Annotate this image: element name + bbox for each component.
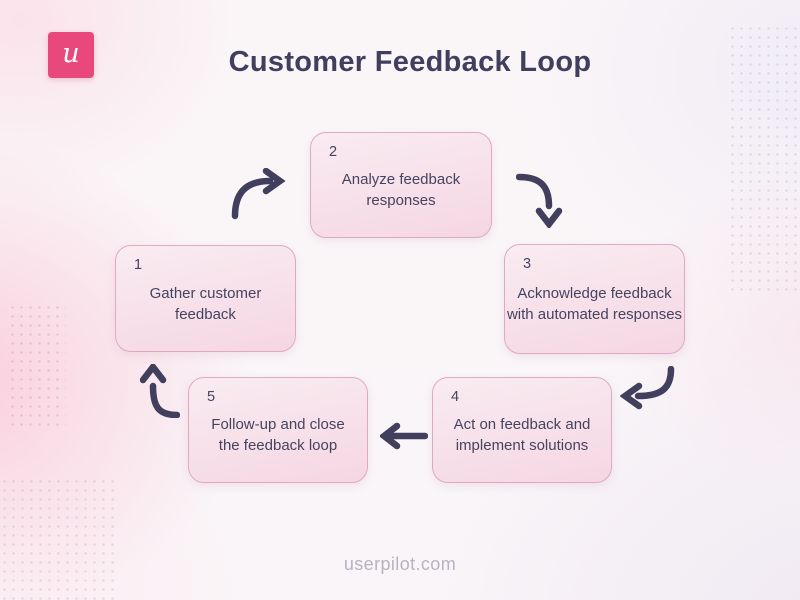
step-box-5: 5 Follow-up and close the feedback loop [188, 377, 368, 483]
step-number: 2 [329, 144, 338, 160]
arrow-step3-to-step4-icon [620, 366, 676, 416]
step-number: 3 [523, 256, 532, 272]
page-title: Customer Feedback Loop [228, 46, 592, 78]
dot-grid-top-right [728, 24, 798, 294]
step-label: Acknowledge feedback with automated resp… [506, 285, 683, 323]
step-number: 5 [207, 389, 216, 405]
step-label: Act on feedback and implement solutions [453, 416, 591, 454]
arrow-step1-to-step2-icon [230, 168, 286, 220]
step-box-1: 1 Gather customer feedback [115, 245, 296, 352]
step-box-2: 2 Analyze feedback responses [310, 132, 492, 238]
arrow-step5-to-step1-icon [140, 364, 180, 418]
userpilot-logo-letter: u [62, 37, 80, 69]
step-label: Gather customer feedback [149, 284, 262, 323]
step-box-3: 3 Acknowledge feedback with automated re… [504, 244, 685, 354]
step-number: 4 [451, 389, 460, 405]
arrow-step4-to-step5-icon [380, 422, 428, 450]
step-number: 1 [134, 257, 143, 273]
userpilot-logo: u [48, 32, 94, 78]
arrow-step2-to-step3-icon [516, 172, 566, 228]
step-label: Follow-up and close the feedback loop [211, 416, 345, 454]
dot-grid-left [8, 303, 66, 427]
step-box-4: 4 Act on feedback and implement solution… [432, 377, 612, 483]
step-label: Analyze feedback responses [341, 171, 461, 209]
footer-url: userpilot.com [343, 554, 457, 574]
dot-grid-bottom-left [0, 477, 118, 600]
